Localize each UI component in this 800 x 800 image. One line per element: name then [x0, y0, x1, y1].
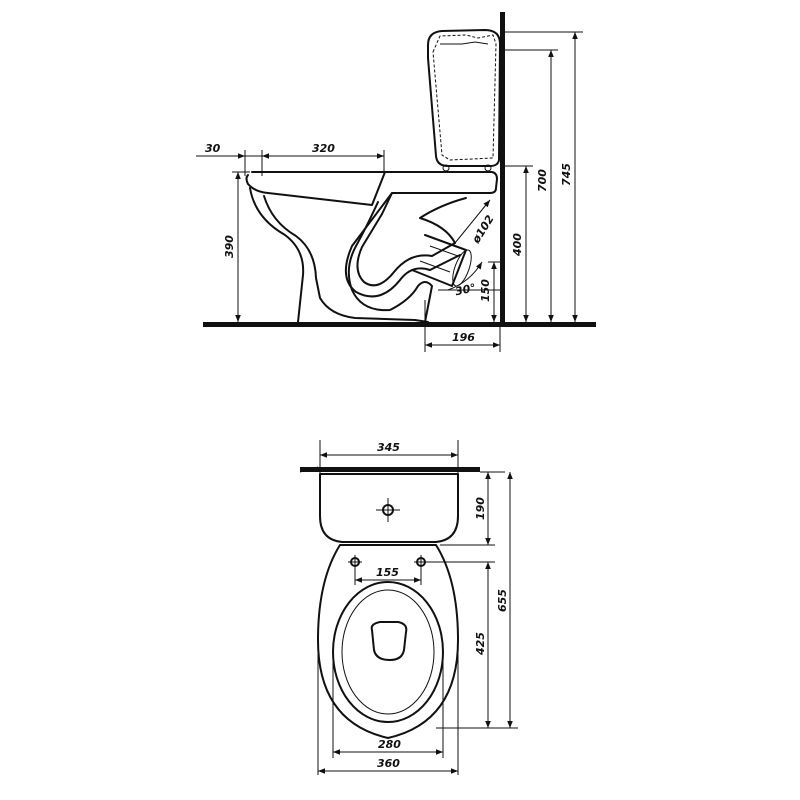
- bowl-side: [245, 171, 498, 323]
- cistern-top: [319, 473, 459, 543]
- label-outlet-diameter: ø102: [469, 213, 497, 247]
- dimension-seat: 30 320: [196, 142, 385, 176]
- floor-line: [203, 322, 596, 327]
- label-total-length: 655: [496, 589, 509, 612]
- label-bowl-length: 425: [474, 632, 487, 656]
- cistern-side: [427, 29, 501, 172]
- label-bowl-width: 360: [377, 757, 400, 770]
- wall-line: [500, 12, 505, 324]
- label-outlet-angle: 30°: [454, 281, 477, 298]
- label-outlet-distance: 196: [452, 331, 475, 344]
- top-view: 345 155 190 425 655 280 360: [299, 440, 518, 775]
- dimension-outlet: ø102 30° 150 196: [424, 199, 501, 352]
- label-outlet-center: 150: [479, 279, 492, 302]
- bowl-top: [317, 544, 459, 739]
- label-cistern-height: 700: [536, 169, 549, 192]
- label-seat-depth: 320: [312, 142, 335, 155]
- dimension-heights: 400 700 745: [505, 31, 583, 322]
- label-seat-width: 280: [378, 738, 401, 751]
- label-outlet-height: 400: [511, 233, 524, 257]
- wall-top: [300, 467, 480, 472]
- label-fixing-spacing: 155: [376, 566, 399, 579]
- dimension-bowl-height: 390: [223, 171, 250, 322]
- label-cistern-width: 345: [377, 441, 400, 454]
- label-cistern-depth: 190: [474, 497, 487, 520]
- side-view: 30 320 390 400 700 745 ø102 30°: [196, 12, 596, 352]
- seat-opening: [332, 581, 444, 723]
- label-total-height: 745: [560, 163, 573, 186]
- drain-opening: [370, 621, 408, 661]
- label-bowl-height: 390: [223, 235, 236, 258]
- label-rim-offset: 30: [205, 142, 221, 155]
